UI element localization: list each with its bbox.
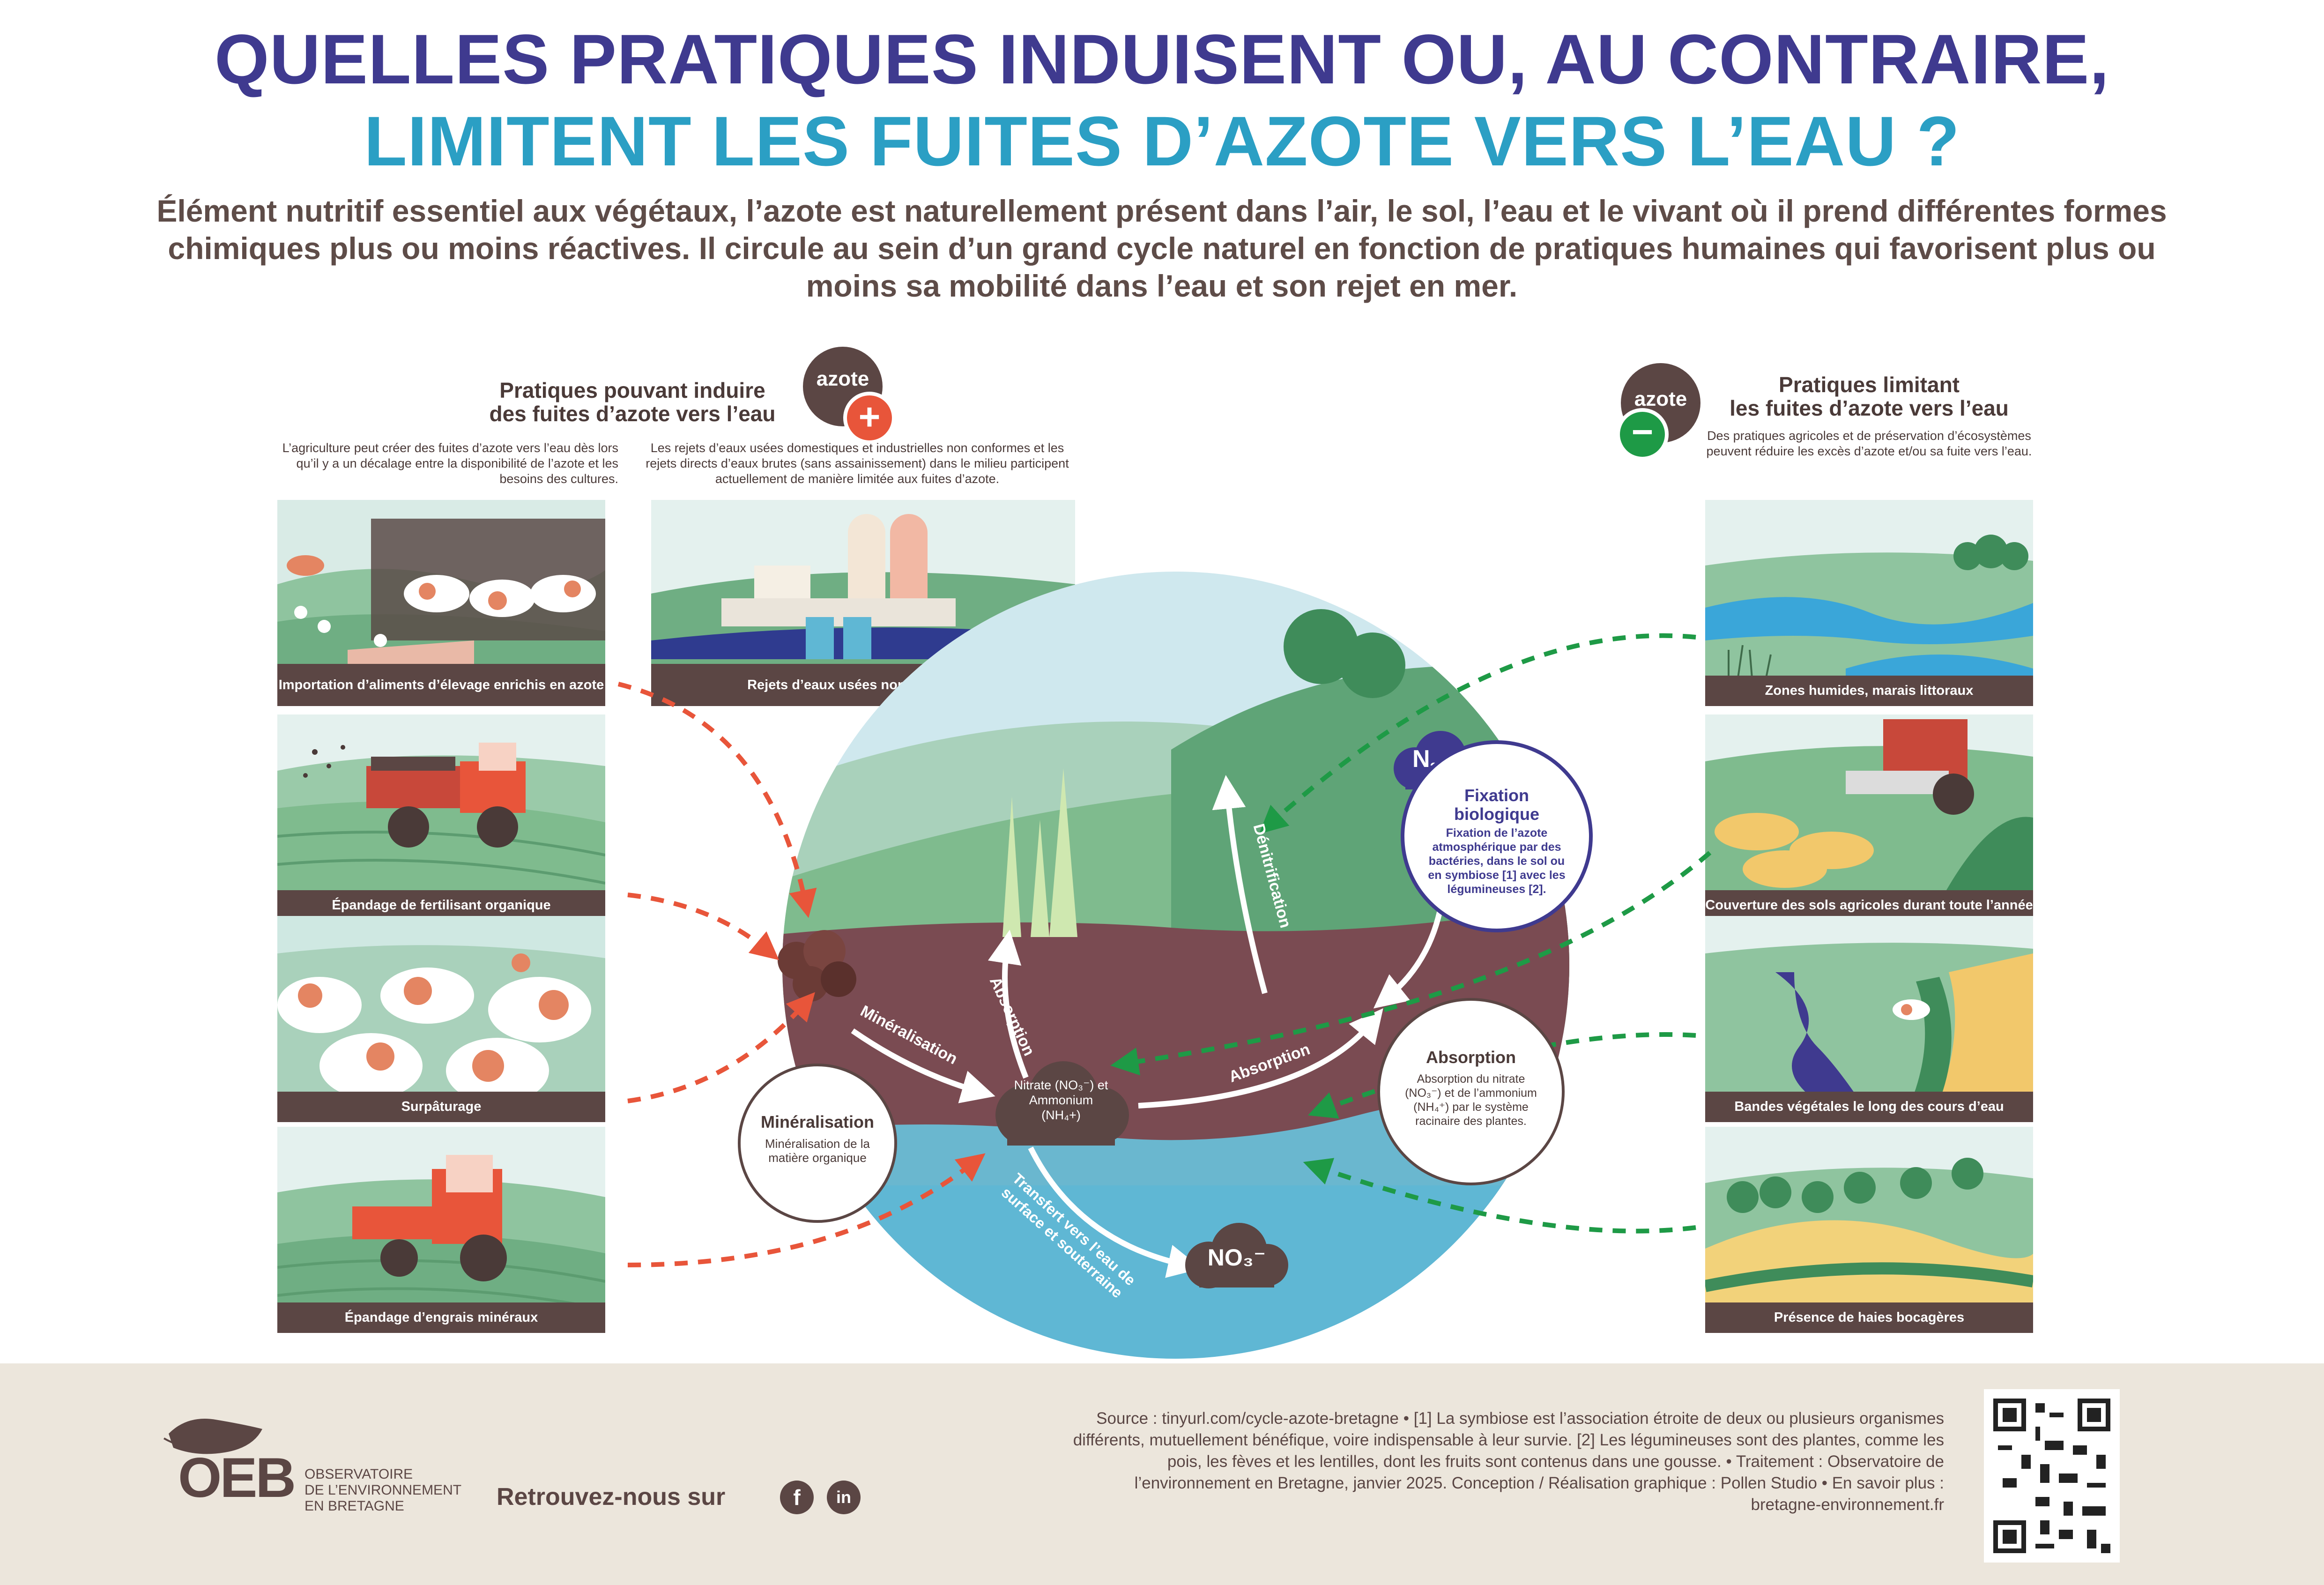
facebook-icon[interactable]: f (780, 1481, 814, 1514)
tile-caption: Présence de haies bocagères (1705, 1302, 2033, 1333)
intro-text: Élément nutritif essentiel aux végétaux,… (156, 193, 2167, 303)
tile-caption: Zones humides, marais littoraux (1705, 676, 2033, 706)
green-arrow-haies (1303, 1158, 1696, 1234)
footer (0, 1363, 2324, 1585)
linkedin-icon[interactable]: in (827, 1481, 861, 1514)
title-line-2: LIMITENT LES FUITES D’AZOTE VERS L’EAU ? (364, 102, 1960, 180)
right-section-title: Pratiques limitant les fuites d’azote ve… (1705, 373, 2033, 420)
absorption-right-arrow (1138, 1008, 1383, 1109)
tile-importation-aliments: Importation d’aliments d’élevage enrichi… (277, 500, 605, 706)
globe (782, 572, 1569, 1359)
follow-us-text: Retrouvez-nous sur (497, 1483, 726, 1511)
org-name-line1: OBSERVATOIRE (304, 1466, 413, 1482)
denitrification-arrow (1212, 775, 1268, 994)
title-line-1: QUELLES PRATIQUES INDUISENT OU, AU CONTR… (214, 20, 2110, 98)
left-section-title-line1: Pratiques pouvant induire (499, 378, 765, 402)
oeb-logo: OEB (178, 1446, 296, 1509)
org-name-line3: EN BRETAGNE (304, 1498, 404, 1514)
left-section-title: Pratiques pouvant induire des fuites d’a… (468, 379, 796, 425)
mineralisation-bubble: Minéralisation Minéralisation de la mati… (738, 1064, 897, 1223)
tile-zones-humides: Zones humides, marais littoraux (1705, 500, 2033, 706)
no3-label: NO₃⁻ (1207, 1244, 1266, 1271)
n2-label: N (1412, 745, 1430, 773)
right-section-title-line1: Pratiques limitant (1779, 372, 1960, 397)
tile-epandage-organique: Épandage de fertilisant organique (277, 714, 605, 921)
azote-minus-badge: azote − (1616, 363, 1700, 461)
brittany-map-icon (159, 1406, 272, 1462)
riverbank-strips-illustration (1705, 916, 2033, 1122)
plus-icon: + (843, 392, 896, 444)
tile-couverture-sols: Couverture des sols agricoles durant tou… (1705, 714, 2033, 921)
transfer-arrow (1028, 1146, 1202, 1278)
absorption-bubble: Absorption Absorption du nitrate (NO₃⁻) … (1377, 998, 1565, 1185)
fixation-title: Fixation biologique (1454, 786, 1539, 824)
absorption-text: Absorption du nitrate (NO₃⁻) et de l’amm… (1405, 1072, 1537, 1128)
tile-caption: Épandage d’engrais minéraux (277, 1302, 605, 1333)
no3-cloud: NO₃⁻ (1181, 1223, 1293, 1288)
tile-caption: Couverture des sols agricoles durant tou… (1705, 890, 2033, 921)
left-section-title-line2: des fuites d’azote vers l’eau (489, 402, 776, 426)
azote-minus-badge-label: azote (1634, 387, 1687, 410)
left-desc-agri: L’agriculture peut créer des fuites d’az… (282, 441, 618, 486)
minus-icon: − (1616, 408, 1669, 461)
mineralisation-text: Minéralisation de la matière organique (765, 1137, 870, 1165)
green-arrow-couverture (1110, 851, 1712, 1076)
manure-spreader-illustration (277, 714, 605, 921)
tile-caption: Bandes végétales le long des cours d’eau (1705, 1092, 2033, 1122)
left-desc-rejets: Les rejets d’eaux usées domestiques et i… (646, 441, 1069, 486)
tile-caption: Surpâturage (277, 1092, 605, 1122)
tile-engrais-mineraux: Épandage d’engrais minéraux (277, 1127, 605, 1333)
fixation-bubble: Fixation biologique Fixation de l’azote … (1401, 740, 1593, 932)
absorption-left-arrow (988, 930, 1029, 1079)
cows-illustration (277, 916, 605, 1122)
organic-matter-pile (778, 930, 856, 1002)
tile-caption: Épandage de fertilisant organique (277, 890, 605, 921)
source-text: Source : tinyurl.com/cycle-azote-bretagn… (1073, 1409, 1944, 1514)
mineralisation-title: Minéralisation (760, 1112, 875, 1131)
qr-code[interactable] (1984, 1389, 2120, 1563)
org-name: OBSERVATOIRE DE L’ENVIRONNEMENT EN BRETA… (304, 1466, 461, 1514)
nitrate-ammonium-cloud: Nitrate (NO₃⁻) et Ammonium (NH₄+) (988, 1059, 1134, 1148)
mineralisation-arrow (851, 1028, 995, 1103)
cover-crops-illustration (1705, 714, 2033, 921)
tile-haies-bocageres: Présence de haies bocagères (1705, 1127, 2033, 1333)
azote-plus-badge: azote + (803, 347, 896, 444)
azote-plus-badge-label: azote (816, 367, 869, 390)
red-arrow-importation (617, 682, 817, 918)
right-desc: Des pratiques agricoles et de préservati… (1706, 429, 2032, 458)
right-section-title-line2: les fuites d’azote vers l’eau (1730, 396, 2009, 420)
green-arrow-zones-humides (1259, 633, 1696, 834)
nitrate-ammonium-text: Nitrate (NO₃⁻) et Ammonium (NH₄+) (1014, 1078, 1108, 1122)
org-name-line2: DE L’ENVIRONNEMENT (304, 1482, 462, 1498)
fixation-text: Fixation de l’azote atmosphérique par de… (1428, 826, 1566, 896)
absorption-title: Absorption (1426, 1048, 1516, 1067)
wetland-illustration (1705, 500, 2033, 706)
red-arrow-epandage (627, 893, 780, 960)
red-arrow-engrais (627, 1153, 986, 1267)
tile-caption: Importation d’aliments d’élevage enrichi… (277, 664, 605, 706)
tile-surpaturage: Surpâturage (277, 916, 605, 1122)
red-arrow-surpaturage (627, 992, 815, 1103)
tile-bandes-vegetales: Bandes végétales le long des cours d’eau (1705, 916, 2033, 1122)
